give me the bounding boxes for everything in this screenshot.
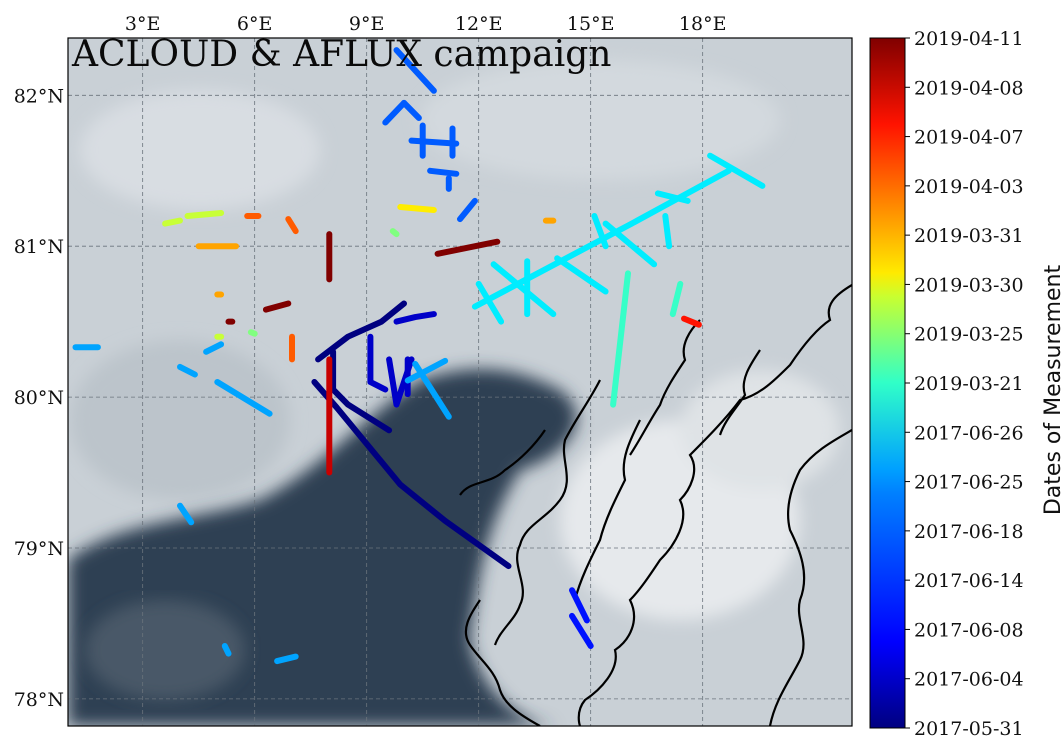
- lon-tick-label: 6°E: [237, 13, 272, 35]
- flight-track-2019-03-30: [397, 204, 437, 213]
- lon-tick-label: 9°E: [349, 13, 384, 35]
- colorbar-date-label: 2017-06-14: [914, 570, 1024, 592]
- flight-track-2017-06-14: [382, 99, 407, 126]
- colorbar-date-label: 2019-03-31: [914, 225, 1024, 247]
- flight-track-2017-06-18: [203, 341, 225, 355]
- cloud-texture: [70, 60, 840, 620]
- flight-track-2017-06-14: [427, 167, 460, 177]
- flight-track-2017-06-25: [591, 213, 609, 250]
- colorbar-date-label: 2019-04-11: [914, 28, 1024, 50]
- svalbard-coastline: [459, 284, 852, 726]
- flight-track-2017-06-25: [707, 152, 766, 189]
- flight-track-2019-03-25: [184, 210, 225, 219]
- flight-track-2017-06-14: [393, 47, 437, 94]
- flight-track-2017-06-18: [214, 379, 273, 417]
- colorbar-date-label: 2017-05-31: [914, 718, 1024, 736]
- colorbar-date-label: 2017-06-08: [914, 619, 1024, 641]
- lat-tick-label: 79°N: [14, 538, 64, 560]
- lat-tick-label: 82°N: [14, 85, 64, 107]
- flight-track-2017-06-18: [274, 653, 299, 665]
- lon-tick-label: 15°E: [567, 13, 615, 35]
- flight-track-2017-06-04: [393, 311, 437, 325]
- latitude-labels: 82°N 81°N 80°N 79°N 78°N: [14, 85, 64, 711]
- flight-track-2019-04-11: [434, 238, 501, 257]
- colorbar-date-label: 2019-03-21: [914, 373, 1024, 395]
- eddy-swirl: [85, 600, 245, 700]
- colorbar-date-label: 2017-06-26: [914, 422, 1024, 444]
- flight-track-2019-04-03: [285, 216, 299, 235]
- flight-track-2017-06-18: [404, 357, 449, 384]
- flight-track-2017-06-14: [408, 137, 460, 147]
- map-area: [68, 38, 852, 726]
- colorbar-date-label: 2017-06-04: [914, 669, 1024, 691]
- flight-track-2017-06-26: [669, 280, 684, 318]
- flight-track-2017-06-25: [475, 280, 505, 325]
- flight-track-2017-06-04: [367, 333, 389, 393]
- colorbar-date-label: 2019-04-08: [914, 77, 1024, 99]
- colorbar-date-label: 2017-06-18: [914, 521, 1024, 543]
- longitude-labels: 3°E 6°E 9°E 12°E 15°E 18°E: [125, 13, 727, 35]
- lon-tick-label: 3°E: [125, 13, 160, 35]
- lat-tick-label: 81°N: [14, 236, 64, 258]
- flight-track-2017-06-25: [602, 220, 658, 268]
- map-title: ACLOUD & AFLUX campaign: [71, 34, 611, 75]
- colorbar-tick-labels: 2017-05-31 2017-06-04 2017-06-08 2017-06-14…: [905, 28, 1024, 736]
- flight-track-2017-06-08: [569, 587, 590, 624]
- colorbar-date-label: 2017-06-25: [914, 472, 1024, 494]
- map-frame: [67, 37, 853, 727]
- lon-tick-label: 12°E: [455, 13, 503, 35]
- flight-track-2017-06-18: [177, 363, 198, 378]
- flight-track-2017-05-31: [315, 300, 407, 363]
- colorbar-title: Dates of Measurement: [1041, 264, 1064, 515]
- flight-track-2017-06-25: [654, 190, 691, 204]
- colorbar-date-label: 2019-04-03: [914, 176, 1024, 198]
- flight-track-2017-06-25: [662, 213, 673, 250]
- lon-tick-label: 18°E: [679, 13, 727, 35]
- flight-track-2019-04-11: [262, 300, 292, 313]
- flight-track-2017-06-18: [221, 643, 232, 657]
- flight-track-2019-03-25: [162, 217, 183, 227]
- lat-tick-label: 78°N: [14, 689, 64, 711]
- flight-track-2017-06-25: [490, 261, 557, 318]
- flight-track-2017-06-08: [569, 612, 594, 649]
- flight-track-2017-06-26: [610, 270, 631, 408]
- colorbar: 2017-05-31 2017-06-04 2017-06-08 2017-06-14…: [869, 28, 1064, 736]
- flight-track-2017-06-25: [554, 255, 609, 295]
- colorbar-date-label: 2019-04-07: [914, 127, 1024, 149]
- flight-track-2017-06-14: [401, 99, 422, 121]
- lat-tick-label: 80°N: [14, 387, 64, 409]
- colorbar-date-label: 2019-03-30: [914, 274, 1024, 296]
- flight-track-2019-03-21: [247, 329, 258, 337]
- flight-track-2019-03-21: [389, 228, 400, 238]
- colorbar-date-label: 2019-03-25: [914, 324, 1024, 346]
- flight-track-2019-04-07: [681, 315, 702, 328]
- flight-track-2017-06-18: [177, 502, 195, 526]
- flight-track-2017-05-31: [330, 348, 393, 434]
- flight-track-2017-06-14: [457, 197, 478, 223]
- flight-tracks: [72, 47, 766, 665]
- colorbar-gradient: [869, 37, 906, 729]
